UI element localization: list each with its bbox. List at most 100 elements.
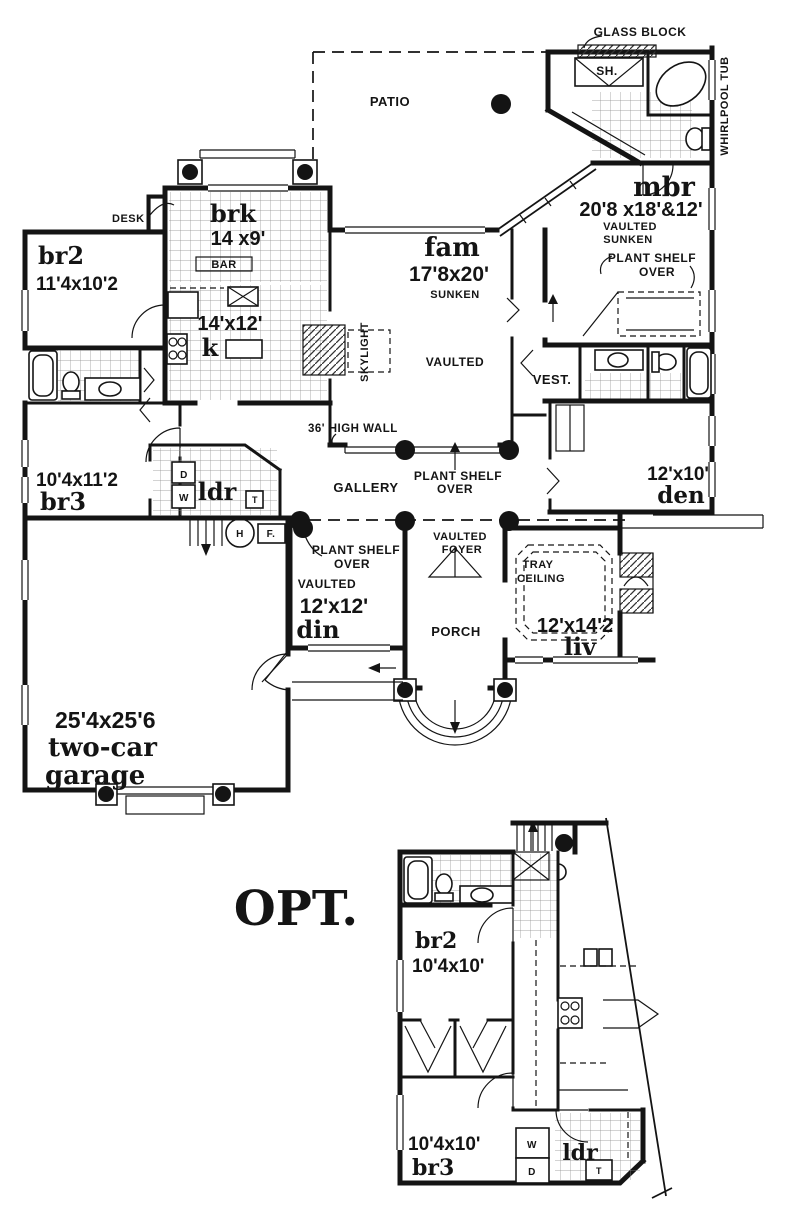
room-living: TRAY CEILING 12'x14'2 liv [502,525,656,664]
opt-tank [585,1159,613,1181]
skylight-label: SKYLIGHT [359,322,371,382]
water-heater-label: H [236,529,244,540]
room-garage: 25'4x25'6 two-car garage [21,515,291,815]
tray-label-2: CEILING [517,573,565,585]
patio-label: PATIO [370,94,410,109]
room-den: 12'x10' den [542,398,764,531]
garage-dim: 25'4x25'6 [55,707,155,733]
gallery-label: GALLERY [333,480,398,495]
laundry-name: ldr [198,477,237,506]
dining-note: VAULTED [298,577,356,591]
br2-name: br2 [38,241,84,270]
room-breakfast: DESK brk 14 x9' BAR [112,184,333,282]
furnace-label: F. [267,529,276,540]
vestibule-label: VEST. [533,372,572,387]
breakfast-bay [177,149,318,185]
gallery-area: GALLERY PLANT SHELF OVER [290,442,630,531]
tray-ceiling-outline [515,544,613,641]
patio-column-dot [491,94,511,114]
opt-washer-label: W [527,1140,537,1151]
opt-toilet [435,873,453,895]
opt-title: OPT. [234,881,358,937]
bath-right [585,343,712,403]
breakfast-dim: 14 x9' [211,228,266,250]
sink [607,352,629,368]
living-name: liv [564,632,597,661]
tank [245,490,264,509]
opt-dryer-label: D [528,1167,536,1178]
kitchen-island [225,339,263,359]
foyer-label-1: VAULTED [433,531,487,543]
skylight-outline [347,329,391,373]
family-note-vaulted: VAULTED [426,355,484,369]
room-br3-main: 10'4x11'2 br3 [21,367,183,521]
plant-shelf-right-2: OVER [639,265,675,279]
opt-br2-dim: 10'4x10' [412,956,484,977]
bar-label: BAR [211,259,236,271]
plant-shelf-structure [617,291,701,337]
opt-tank-label: T [596,1166,602,1176]
plant-shelf-left-2: OVER [334,557,370,571]
desk-label: DESK [112,213,145,225]
opt-br2-name: br2 [415,928,457,954]
whirlpool-tub [655,61,707,107]
washer-label: W [179,493,189,504]
high-wall-label: 36' HIGH WALL [308,423,398,435]
plant-shelf-right-1: PLANT SHELF [608,251,696,265]
living-dim: 12'x14'2 [537,615,613,637]
foyer: VAULTED FOYER [427,531,487,578]
patio-area: PATIO [312,51,548,165]
opt-dryer [515,1157,550,1184]
mbr-dim: 20'8 x18'&12' [579,199,702,221]
vestibule: VEST. [510,343,582,417]
shower-label: SH. [596,64,618,78]
mbr-note-vaulted: VAULTED [603,221,657,233]
opt-br3-name: br3 [412,1155,454,1181]
glass-block-label: GLASS BLOCK [594,25,687,39]
dining-name: din [296,615,339,644]
plant-shelf-left-1: PLANT SHELF [312,543,400,557]
den-dim: 12'x10' [647,464,709,485]
garage-name-2: garage [45,761,145,791]
room-family: fam 17'8x20' SUNKEN VAULTED 36' HIGH WAL… [308,162,597,460]
room-kitchen: 14'x12' k SKYLIGHT [162,185,391,447]
toilet [62,371,80,393]
mbr-name: mbr [633,172,695,203]
porch-label: PORCH [431,624,480,639]
den-name: den [657,482,705,509]
room-laundry-main: D W T ldr H F. [148,443,313,556]
family-dim: 17'8x20' [409,263,489,286]
garage-step [125,795,205,815]
kitchen-dim: 14'x12' [197,313,262,335]
fireplace [619,552,654,578]
dining-dim: 12'x12' [300,595,368,618]
furnace [257,523,286,544]
br3-dim: 10'4x11'2 [36,470,118,491]
plant-shelf-center-1: PLANT SHELF [414,469,502,483]
skylight-shaft [302,324,346,376]
whirlpool-label: WHIRLPOOL TUB [719,56,731,155]
family-name: fam [424,233,480,263]
mbr-note-sunken: SUNKEN [603,234,652,246]
tray-label-1: TRAY [523,559,554,571]
foyer-label-2: FOYER [442,544,482,556]
optional-plan: OPT. br2 10'4x10' 10'4 [234,817,673,1199]
porch: PORCH [393,525,517,746]
bar-counter [195,256,253,272]
opt-kitchen-sink [583,948,598,967]
br3-name: br3 [40,487,86,516]
tank-label: T [252,495,258,505]
bath-left [23,346,142,405]
column-dot [395,440,415,460]
plant-shelf-center-2: OVER [437,482,473,496]
room-dining: PLANT SHELF OVER VAULTED 12'x12' din [264,515,408,701]
refrigerator [167,291,199,319]
dryer [171,461,196,484]
breakfast-name: brk [210,199,257,228]
opt-range [557,997,583,1029]
opt-sink [470,887,494,903]
entry-double-door [427,546,483,578]
glass-block-window [577,44,657,58]
dryer-label: D [180,470,188,481]
